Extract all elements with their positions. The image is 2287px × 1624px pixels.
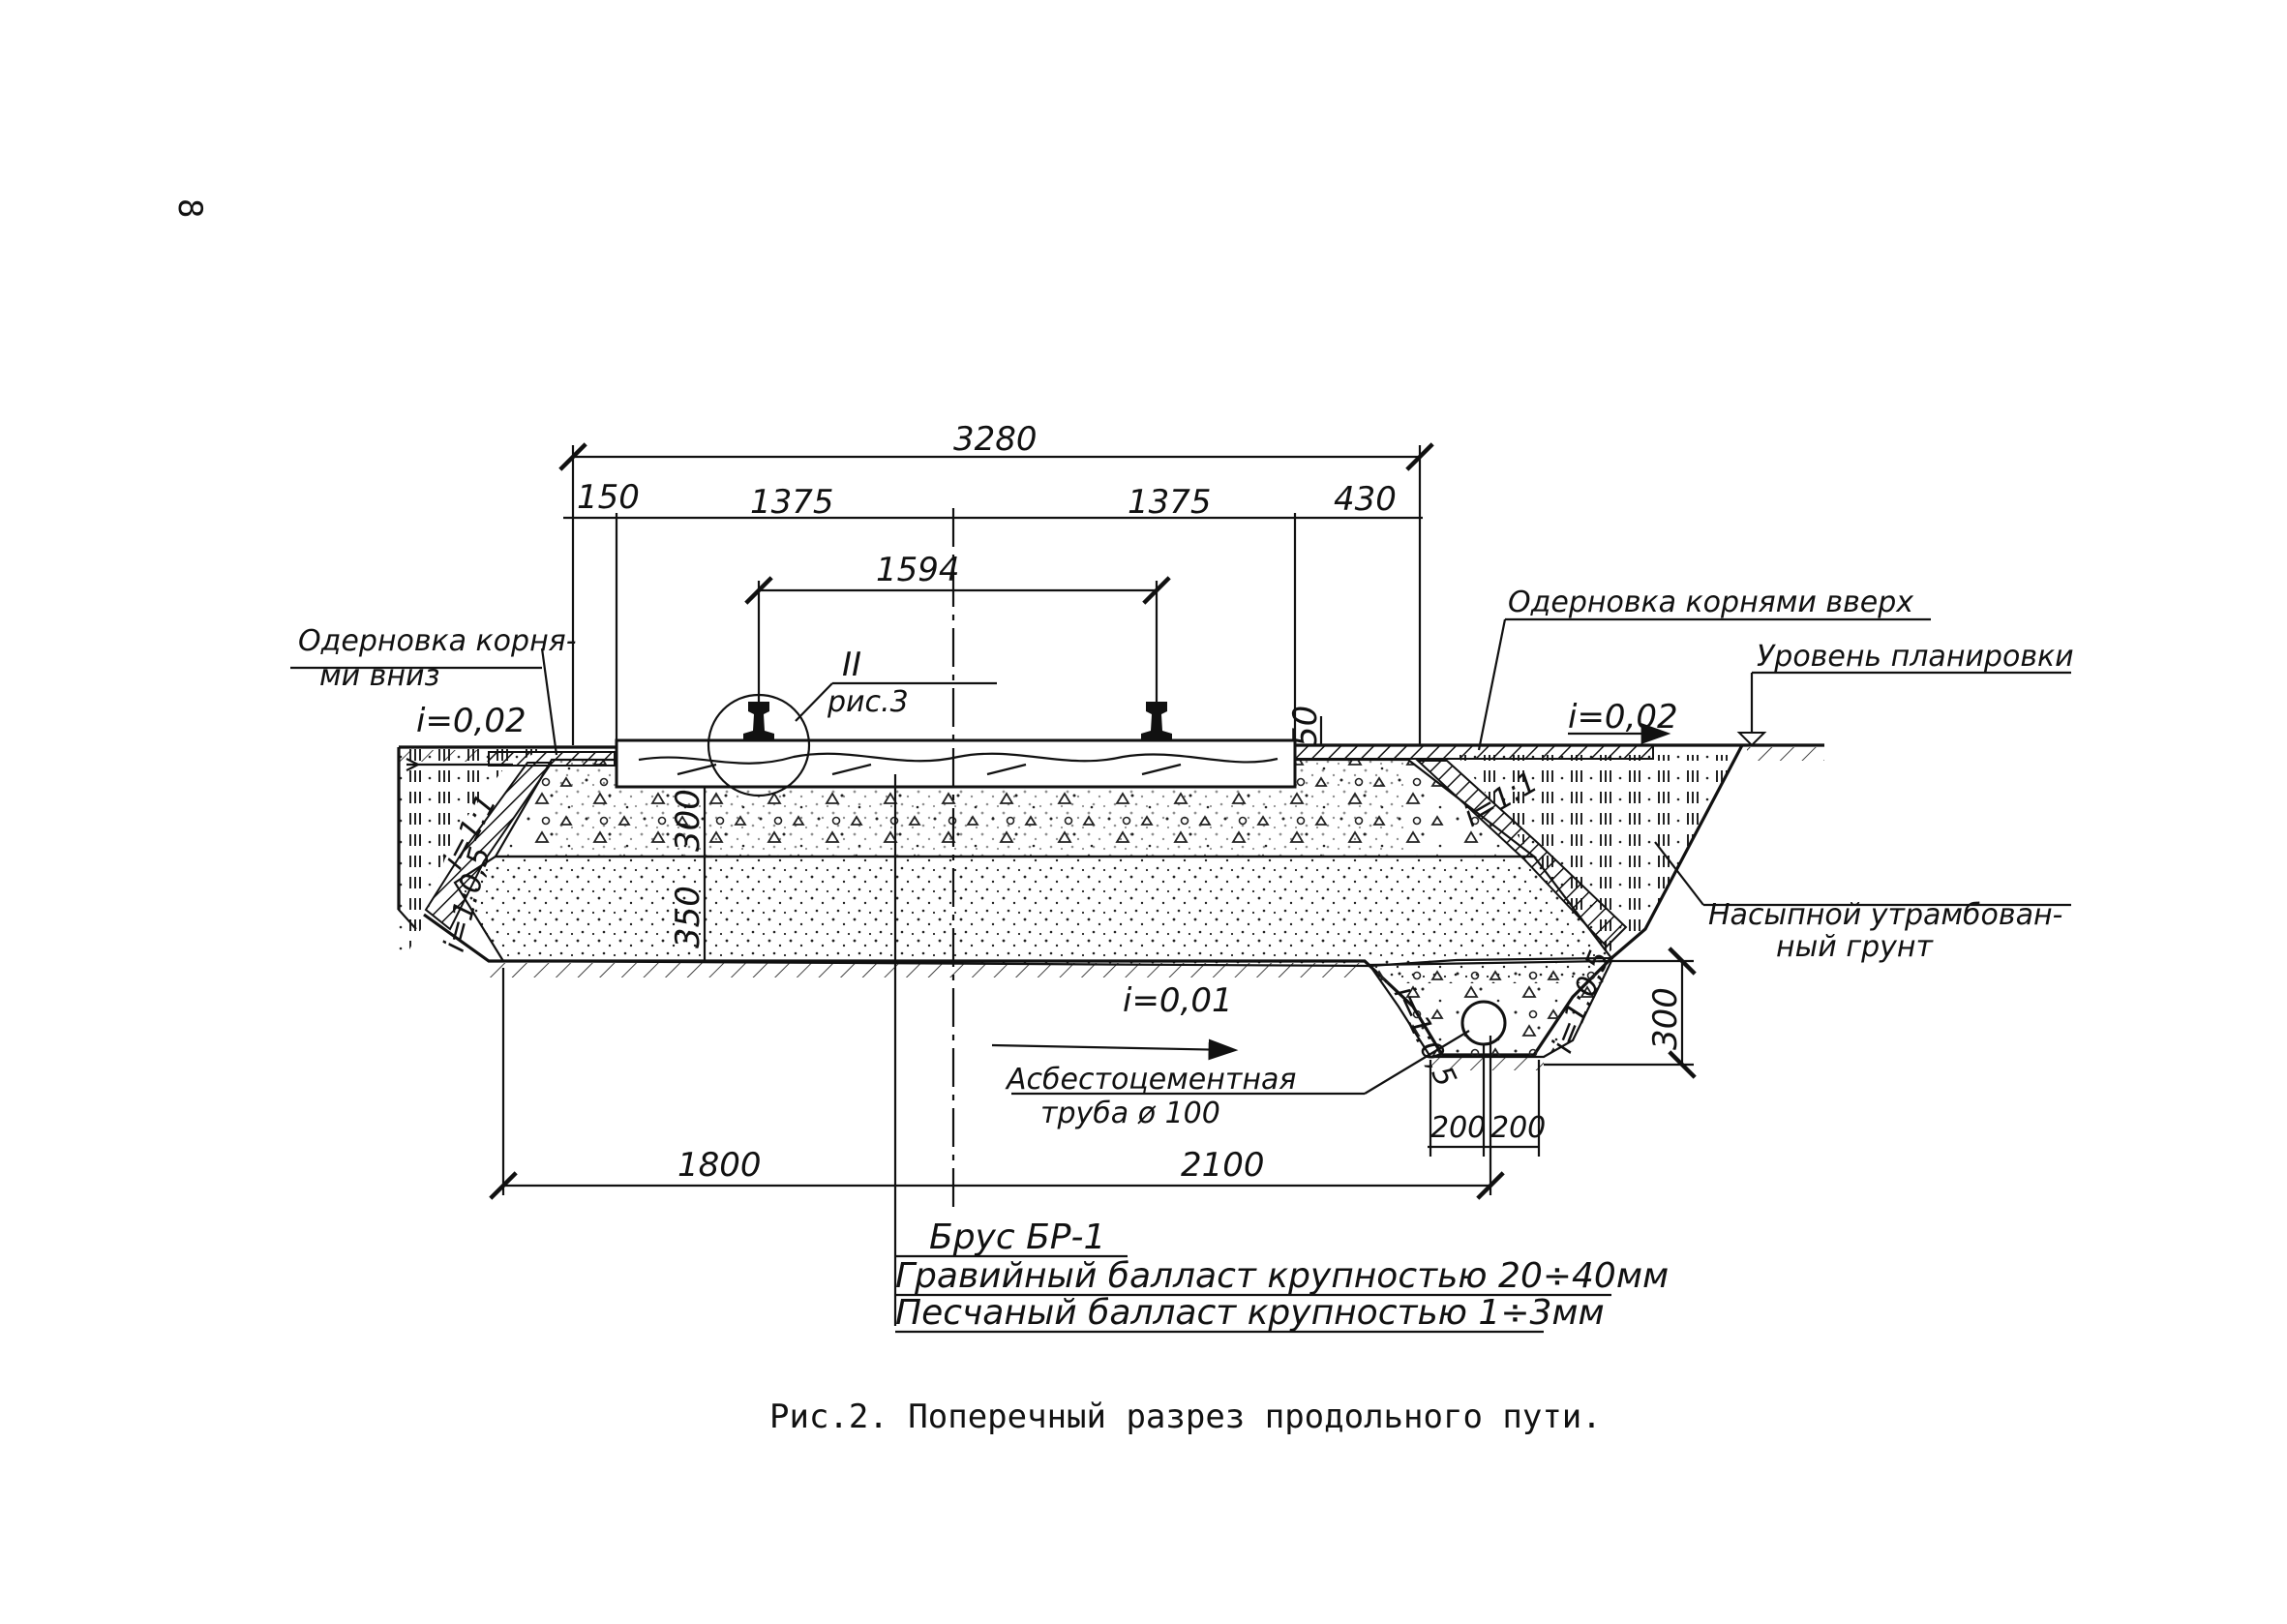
- legend-gravel: Гравийный балласт крупностью 20÷40мм: [895, 1256, 1669, 1296]
- legend: Брус БР-1 Гравийный балласт крупностью 2…: [895, 1218, 1669, 1334]
- rail-right: [1141, 702, 1172, 739]
- label-slope-bottom: i=0,01: [1123, 981, 1233, 1020]
- label-sod-down-2: ми вниз: [319, 659, 439, 693]
- label-pipe-1: Асбестоцементная: [1005, 1063, 1296, 1097]
- dim-drain-right: 200: [1490, 1111, 1546, 1145]
- label-grade-level: Уровень планировки: [1757, 640, 2074, 674]
- rail-left: [743, 702, 774, 739]
- dim-right-edge: 430: [1334, 480, 1397, 519]
- sleeper: [615, 738, 1297, 789]
- page-number: 8: [170, 198, 209, 218]
- dim-gauge: 1594: [876, 551, 960, 589]
- legend-sand: Песчаный балласт крупностью 1÷3мм: [895, 1293, 1605, 1333]
- label-slope-left: i=0,02: [416, 702, 527, 740]
- excavation-hatch-bottom: [489, 963, 1365, 977]
- dim-left-edge: 150: [577, 478, 640, 517]
- drain-trench: [1367, 959, 1613, 1070]
- label-detail-mark: II: [842, 646, 861, 684]
- legend-sleeper: Брус БР-1: [929, 1218, 1105, 1257]
- dim-bottom-left: 1800: [677, 1146, 762, 1185]
- leader-lines: [290, 617, 2071, 1096]
- dim-gravel-depth: 300: [669, 789, 707, 852]
- label-fill-1: Насыпной утрамбован-: [1708, 898, 2062, 932]
- dimension-lines: [489, 442, 1697, 1326]
- label-sod-down-1: Одерновка корня-: [298, 624, 577, 658]
- sod-strips: [424, 744, 1654, 948]
- dim-right-half: 1375: [1128, 483, 1212, 522]
- drain-pipe: [1460, 1000, 1507, 1046]
- ground-line: [397, 743, 1824, 960]
- label-fill-2: ный грунт: [1776, 930, 1935, 964]
- dim-overall: 3280: [953, 420, 1038, 459]
- compacted-fill-right: [1457, 755, 1737, 953]
- dim-drain-depth: 300: [1646, 987, 1685, 1050]
- figure-caption: Рис.2. Поперечный разрез продольного пут…: [769, 1398, 1602, 1436]
- sand-ballast-layer: [453, 855, 1614, 968]
- dim-left-half: 1375: [750, 483, 834, 522]
- label-pipe-2: труба ø 100: [1040, 1097, 1220, 1130]
- dim-drain-left: 200: [1430, 1111, 1486, 1145]
- dim-bottom-right: 2100: [1181, 1146, 1265, 1185]
- dim-sand-depth: 350: [669, 886, 707, 948]
- label-detail-ref: рис.3: [827, 685, 909, 719]
- label-sod-up: Одерновка корнями вверх: [1508, 586, 1913, 619]
- dim-rail-height: 50: [1286, 706, 1325, 747]
- label-slope-right: i=0,02: [1568, 698, 1678, 737]
